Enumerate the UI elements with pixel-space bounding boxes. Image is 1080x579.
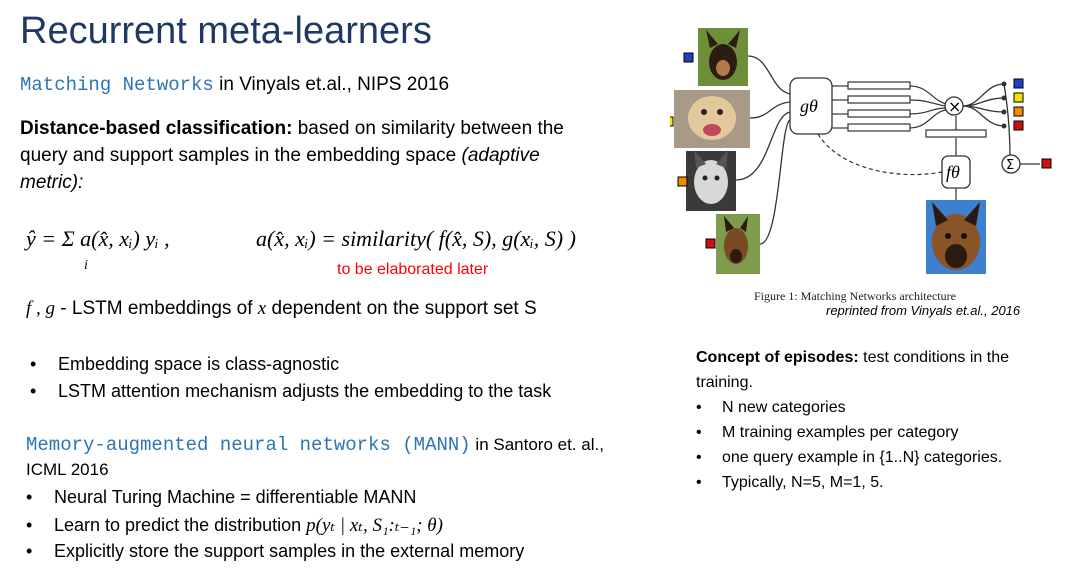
output-arrows [962,83,1040,165]
distance-line-1: Distance-based classification: based on … [20,118,564,140]
fg-rest: dependent on the support set S [266,298,537,319]
label-square-yellow [663,116,674,127]
output-square-yellow [1013,92,1024,103]
formula-left: ŷ = Σ a(x̂, xᵢ) yᵢ , [26,226,170,251]
distance-line-2: query and support samples in the embeddi… [20,145,540,167]
episodes-bullet-4-text: Typically, N=5, M=1, 5. [722,474,884,491]
query-embedding [925,129,987,138]
mann-heading: Memory-augmented neural networks (MANN) … [26,434,604,456]
distance-line-3: metric): [20,172,83,194]
mn-bullet-2-text: LSTM attention mechanism adjusts the emb… [58,381,552,401]
mann-ref-2: ICML 2016 [26,460,109,479]
prediction-square [1041,158,1052,169]
mann-bullet-2-text: Learn to predict the distribution [54,515,307,535]
distance-line-3-text: metric): [20,172,84,193]
distance-bold: Distance-based classification: [20,118,293,139]
episodes-bullet-2-text: M training examples per category [722,424,959,441]
episodes-bullet-1-text: N new categories [722,399,846,416]
sum-symbol: Σ [1006,158,1014,173]
mann-distribution: p(yₜ | xₜ, S₁:ₜ₋₁; θ) [306,515,443,536]
architecture-diagram: gθ × fθ [663,28,1052,274]
support-embeddings [847,81,911,132]
mann-bullet-3-text: Explicitly store the support samples in … [54,541,525,561]
fg-line: f , g - LSTM embeddings of x dependent o… [26,298,537,320]
episodes-heading: Concept of episodes: test conditions in … [696,349,1009,367]
formula-right: a(x̂, xᵢ) = similarity( f(x̂, S), g(xᵢ, … [256,226,576,251]
episodes-bullet-3: •one query example in {1..N} categories. [696,449,1003,466]
support-arrows [735,55,791,245]
mann-name: Memory-augmented neural networks (MANN) [26,434,471,456]
episodes-line-2: training. [696,374,753,391]
episodes-bold: Concept of episodes: [696,349,859,366]
mn-bullet-2: •LSTM attention mechanism adjusts the em… [30,381,552,401]
formula-sub: i [84,258,88,273]
episodes-bullet-4: •Typically, N=5, M=1, 5. [696,474,884,491]
matching-networks-figure: gθ × fθ [663,20,1070,285]
label-square-blue [683,52,694,63]
slide-title: Recurrent meta-learners [20,10,432,52]
fg-text: - LSTM embeddings of [55,298,258,319]
mann-ref: in Santoro et. al., [470,435,604,454]
mn-bullet-1: •Embedding space is class-agnostic [30,354,340,374]
embedding-arrows [832,85,947,129]
label-square-orange [677,176,688,187]
matching-networks-ref: in Vinyals et.al., NIPS 2016 [213,74,450,95]
label-square-red [705,238,716,249]
dashed-link [817,133,943,176]
fg-math: f , g [26,298,56,319]
elaborate-note: to be elaborated later [337,261,489,278]
mann-bullet-2: •Learn to predict the distribution p(yₜ … [26,515,443,536]
f-label: fθ [946,162,960,182]
mann-bullet-3: •Explicitly store the support samples in… [26,541,525,561]
distance-italic: (adaptive [461,145,540,166]
g-label: gθ [800,96,818,116]
query-dog [926,200,986,274]
output-square-red [1013,120,1024,131]
episodes-bullet-1: •N new categories [696,399,846,416]
mn-bullet-1-text: Embedding space is class-agnostic [58,354,340,374]
support-dog-4 [716,214,760,274]
episodes-rest: test conditions in the [858,349,1009,366]
episodes-bullet-3-text: one query example in {1..N} categories. [722,449,1003,466]
sum-node [1001,154,1021,174]
episodes-bullet-2: •M training examples per category [696,424,959,441]
distance-rest: based on similarity between the [292,118,564,139]
support-dog-3 [686,150,736,211]
distance-line-2-text: query and support samples in the embeddi… [20,145,462,166]
output-square-orange [1013,106,1024,117]
mann-bullet-1-text: Neural Turing Machine = differentiable M… [54,487,417,507]
mann-bullet-1: •Neural Turing Machine = differentiable … [26,487,417,507]
matching-networks-heading: Matching Networks in Vinyals et.al., NIP… [20,74,449,96]
support-dog-2 [674,90,750,148]
fg-x: x [257,298,267,319]
figure-caption: Figure 1: Matching Networks architecture [754,289,956,303]
figure-reprint: reprinted from Vinyals et.al., 2016 [826,303,1021,318]
matching-networks-name: Matching Networks [20,74,214,96]
output-square-blue [1013,78,1024,89]
multiply-symbol: × [948,97,961,116]
g-box [789,77,833,135]
support-dog-1 [698,28,748,86]
